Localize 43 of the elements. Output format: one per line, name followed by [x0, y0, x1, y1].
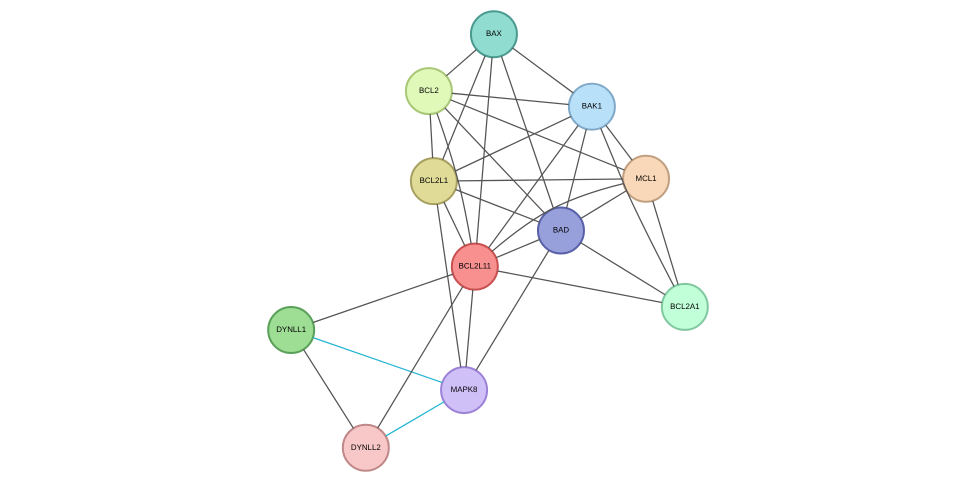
node-circle: BCL2A1	[660, 282, 708, 331]
connector	[487, 125, 578, 248]
node-circle: MCL1	[622, 154, 670, 203]
node-circle: BAK1	[567, 82, 616, 131]
connector	[442, 55, 486, 160]
connector	[652, 200, 678, 285]
node-circle: BAD	[536, 206, 584, 255]
connector	[454, 188, 540, 223]
connector	[475, 250, 549, 371]
node-circle: DYNLL2	[341, 424, 390, 472]
connector	[384, 401, 444, 437]
node-circle: BCL2L1	[409, 157, 458, 206]
connector	[451, 92, 568, 106]
connector	[454, 116, 571, 172]
node-circle: BAX	[469, 10, 518, 58]
connector	[600, 128, 674, 287]
connector	[445, 49, 476, 76]
connector	[476, 57, 492, 244]
connector	[312, 337, 442, 384]
connector	[456, 178, 622, 182]
connector	[500, 56, 554, 209]
connector	[450, 99, 624, 171]
connector	[444, 108, 545, 214]
connector	[512, 48, 574, 94]
connector	[436, 204, 461, 368]
connector	[376, 286, 463, 428]
connector	[565, 129, 586, 208]
connector	[496, 270, 662, 304]
node-circle: DYNLL1	[266, 306, 315, 354]
connector	[429, 114, 433, 158]
node-circle: BCL2L11	[450, 242, 498, 291]
connector	[312, 274, 453, 324]
connector	[580, 242, 665, 296]
connector	[442, 202, 465, 246]
connector	[464, 290, 473, 368]
node-circle: BCL2	[404, 67, 452, 116]
connector	[604, 124, 632, 161]
connector	[302, 349, 354, 429]
connector	[580, 190, 626, 220]
connector	[495, 238, 540, 258]
connector	[491, 183, 624, 252]
node-circle: MAPK8	[440, 366, 488, 414]
connector	[436, 112, 472, 244]
